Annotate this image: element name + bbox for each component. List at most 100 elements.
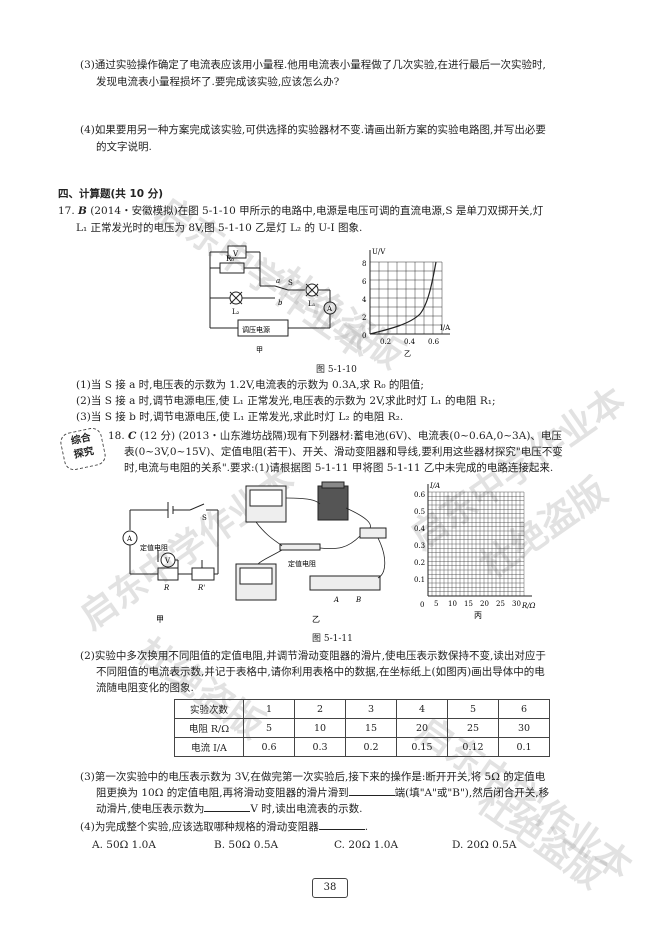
fig-yi-label: 乙: [312, 615, 320, 624]
device-a-label: A: [333, 596, 339, 604]
device-fixed-label: 定值电阻: [288, 559, 316, 568]
graph-ytick: 8: [362, 260, 366, 268]
experiment-table: 实验次数 1 2 3 4 5 6 电阻 R/Ω 5 10 15 20 25 30…: [174, 699, 550, 757]
option-b: B. 50Ω 0.5A: [214, 839, 279, 851]
table-cell: 6: [498, 699, 550, 719]
ammeter-label: A: [326, 305, 333, 313]
graph-xtick: 0.2: [380, 338, 391, 346]
graph-ytick: 0.2: [414, 559, 425, 567]
graph-ytick: 6: [362, 278, 367, 286]
table-cell: 4: [396, 699, 448, 719]
q18-sub3-line2-a: 阻更换为 10Ω 的定值电阻,再将滑动变阻器的滑片滑到: [96, 787, 349, 799]
table-cell: 2: [294, 699, 346, 719]
q18-sub3-line1: (3)第一次实验中的电压表示数为 3V,在做完第一次实验后,接下来的操作是:断开…: [80, 771, 546, 783]
q4-line1: (4)如果要用另一种方案完成该实验,可供选择的实验器材不变.请画出新方案的实验电…: [80, 124, 546, 136]
q17-sub2: (2)当 S 接 a 时,调节电源电压,使 L₁ 正常发光,电压表的示数为 2V…: [76, 395, 496, 407]
graph-xtick: 5: [434, 600, 438, 608]
q18-sub2-line1: (2)实验中多次换用不同阻值的定值电阻,并调节滑动变阻器的滑片,使电压表示数保持…: [80, 650, 546, 662]
switch-b-label: b: [278, 299, 283, 307]
graph-ylabel: U/V: [372, 248, 386, 256]
q18-sub3-line2: 阻更换为 10Ω 的定值电阻,再将滑动变阻器的滑片滑到 端(填"A"或"B"),然…: [96, 785, 549, 801]
q18-sub3-line3: 动滑片,使电压表示数为 V 时,读出电流表的示数.: [96, 801, 362, 817]
q17-line2: L₁ 正常发光时的电压为 8V,图 5-1-10 乙是灯 L₂ 的 U-I 图象…: [76, 222, 363, 234]
graph-5-1-11-bing: I/A R/Ω 0 0.1 0.2 0.3 0.4 0.5 0.6 5 10 1…: [414, 482, 536, 620]
fig-yi-label: 乙: [404, 350, 411, 358]
table-cell: 10: [294, 718, 346, 738]
q18-sub2-line3: 流随电阻变化的图象.: [96, 682, 194, 694]
q17-line1: 17. B (2014・安徽模拟)在图 5-1-10 甲所示的电路中,电源是电压…: [58, 203, 543, 219]
circuit-5-1-10-jia: V R₀ a b S L₁ L₂ A 调压电源 甲: [209, 245, 337, 354]
graph-ytick: 4: [362, 296, 367, 304]
q3-line1: (3)通过实验操作确定了电流表应该用小量程.他用电流表小量程做了几次实验,在进行…: [80, 59, 546, 71]
voltmeter-label: V: [232, 250, 239, 258]
table-cell: 0.12: [447, 737, 499, 757]
comprehensive-inquiry-badge: 综合 探究: [58, 426, 108, 472]
graph-xtick: 0.4: [404, 338, 416, 346]
rp-label: R': [197, 584, 205, 592]
page-number: 38: [312, 878, 348, 898]
switch-a-label: a: [276, 277, 280, 285]
graph-ytick: 0.1: [414, 576, 425, 584]
device-b-label: B: [355, 596, 361, 604]
answer-blank[interactable]: [318, 819, 365, 830]
table-cell: 0.1: [498, 737, 550, 757]
fig-bing-label: 丙: [474, 611, 482, 620]
q18-sub2-line2: 不同阻值的电流表示数,并记于表格中,请你利用表格中的数据,在坐标纸上(如图丙)画…: [96, 666, 545, 678]
answer-blank[interactable]: [204, 801, 251, 812]
option-a: A. 50Ω 1.0A: [92, 839, 156, 851]
q18-sub3-line3-a: 动滑片,使电压表示数为: [96, 803, 205, 815]
graph-xlabel: I/A: [440, 324, 451, 332]
table-cell: 5: [243, 718, 295, 738]
q4-line2: 的文字说明.: [96, 141, 152, 153]
power-source-label: 调压电源: [242, 325, 270, 334]
q18-sub3-line2-b: 端(填"A"或"B"),然后闭合开关,移: [394, 787, 550, 799]
q3-line2: 发现电流表小量程损坏了.要完成该实验,应该怎么办?: [96, 76, 340, 88]
graph-ytick: 2: [362, 314, 366, 322]
answer-blank[interactable]: [348, 785, 395, 796]
graph-xtick: 0.6: [428, 338, 440, 346]
q17-sub3: (3)当 S 接 b 时,调节电源电压,使 L₁ 正常发光,求此时灯 L₂ 的电…: [76, 411, 404, 423]
q18-grade: C: [128, 430, 137, 442]
graph-ytick: 0: [362, 332, 366, 340]
r0-label: R₀: [226, 255, 234, 263]
graph-xtick: 30: [512, 600, 521, 608]
table-cell: 实验次数: [174, 699, 244, 719]
table-cell: 25: [447, 718, 499, 738]
q17-grade: B: [78, 205, 87, 217]
graph-ylabel: I/A: [429, 482, 440, 490]
fig-5-1-10-caption: 图 5-1-10: [316, 365, 357, 375]
table-row: 实验次数 1 2 3 4 5 6: [174, 699, 550, 719]
table-cell: 15: [345, 718, 397, 738]
fig-jia-label: 甲: [156, 615, 164, 624]
table-cell: 5: [447, 699, 499, 719]
switch-s-label: S: [288, 279, 293, 287]
table-cell: 20: [396, 718, 448, 738]
q18-number: 18.: [108, 430, 125, 442]
table-cell: 0.15: [396, 737, 448, 757]
table-cell: 0.2: [345, 737, 397, 757]
graph-xtick: 10: [448, 600, 457, 608]
q18-text: (12 分) (2013・山东潍坊战隔)现有下列器材:蓄电池(6V)、电流表(0…: [139, 430, 562, 442]
graph-ytick: 0.5: [414, 508, 425, 516]
graph-5-1-10-yi: U/V I/A 0 2 4 6 8 0.2 0.4 0.6 乙: [362, 248, 451, 358]
fig-5-1-11-caption: 图 5-1-11: [312, 634, 353, 644]
fig-jia-label: 甲: [256, 346, 263, 354]
circuit-5-1-11-jia: A V S 定值电阻 R R' 甲: [122, 502, 219, 624]
voltmeter-label: V: [164, 557, 171, 565]
graph-xtick: 15: [464, 600, 473, 608]
graph-ytick: 0.4: [414, 525, 426, 533]
section-title: 四、计算题(共 10 分): [58, 188, 164, 200]
l2-label: L₂: [232, 308, 240, 316]
q18-line2: 表(0~3V,0~15V)、定值电阻(若干)、开关、滑动变阻器和导线,要利用这些…: [124, 446, 563, 458]
apparatus-5-1-11-yi: 定值电阻 A B 乙: [235, 481, 387, 624]
table-cell: 3: [345, 699, 397, 719]
fixed-resistor-label: 定值电阻: [140, 543, 168, 552]
q18-line3: 时,电流与电阻的关系".要求:(1)请根据图 5-1-11 甲将图 5-1-11…: [124, 462, 554, 474]
graph-xtick: 25: [496, 600, 505, 608]
graph-xtick: 20: [480, 600, 489, 608]
option-c: C. 20Ω 1.0A: [334, 839, 399, 851]
q18-line1: 18. C (12 分) (2013・山东潍坊战隔)现有下列器材:蓄电池(6V)…: [108, 428, 562, 444]
table-cell: 0.3: [294, 737, 346, 757]
q18-sub3-line3-b: V 时,读出电流表的示数.: [250, 803, 363, 815]
table-cell: 1: [243, 699, 295, 719]
